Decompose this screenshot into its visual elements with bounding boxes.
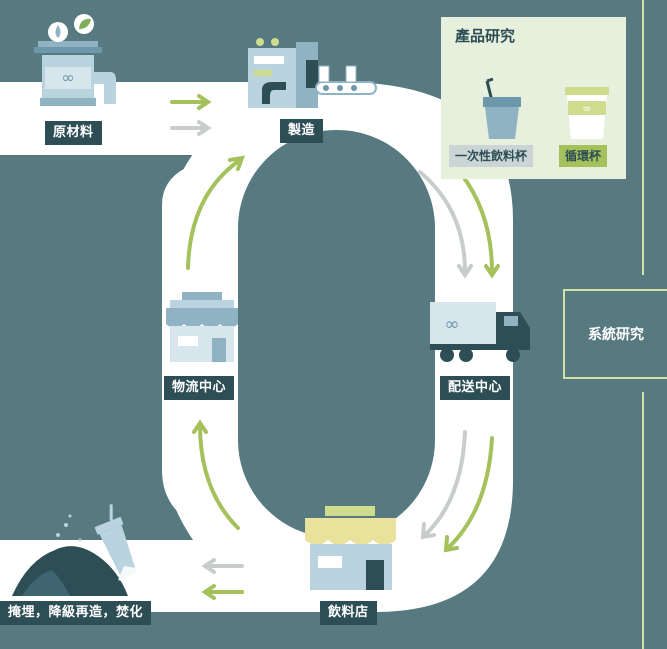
legend-title: 產品研究 [455,27,516,45]
system-research-label: 系統研究 [588,327,644,343]
node-label-distribution-center: 配送中心 [440,376,511,400]
arrow-shop-to-disposal-grey [201,558,244,574]
waste-pile-icon [12,504,142,596]
arrow-mfg-to-dist-grey [418,170,473,279]
svg-text:∞: ∞ [61,68,74,87]
logistics-shop-icon [166,292,238,362]
svg-text:∞: ∞ [445,314,460,335]
node-label-drink-shop: 飲料店 [320,601,377,625]
node-label-disposal: 掩埋，降級再造，焚化 [0,601,152,625]
arrow-mfg-to-dist-green [460,173,500,279]
legend-circular-cup-label: 循環杯 [559,145,608,167]
svg-text:∞: ∞ [582,102,591,115]
arrow-logistics-to-mfg-green [186,155,246,270]
node-label-raw-material: 原材料 [45,121,102,145]
arrow-shop-to-disposal-green [201,584,244,600]
product-research-legend: 產品研究 ∞ 一次性飲料杯 循環杯 [441,17,626,179]
arrows [170,94,500,600]
single-use-cup-icon [483,77,521,139]
arrow-shop-to-logistics-green [192,419,240,530]
shop-icon [305,506,396,590]
node-label-logistics-center: 物流中心 [164,376,235,400]
factory-icon [248,38,377,108]
truck-icon: ∞ [430,302,530,362]
node-label-manufacturing: 製造 [280,119,324,143]
circular-cup-icon: ∞ [565,87,609,139]
raw-material-machine-icon: ∞ [34,14,116,106]
discarded-cup-icon [94,504,137,579]
road [0,82,513,612]
arrow-raw-to-mfg-grey [170,120,212,136]
arrow-dist-to-shop-green [443,436,494,553]
arrow-raw-to-mfg-green [170,94,212,110]
legend-cups: ∞ [483,77,609,139]
system-research-box: 系統研究 [563,289,667,379]
legend-single-use-cup-label: 一次性飲料杯 [449,145,534,167]
arrow-dist-to-shop-grey [420,430,467,540]
